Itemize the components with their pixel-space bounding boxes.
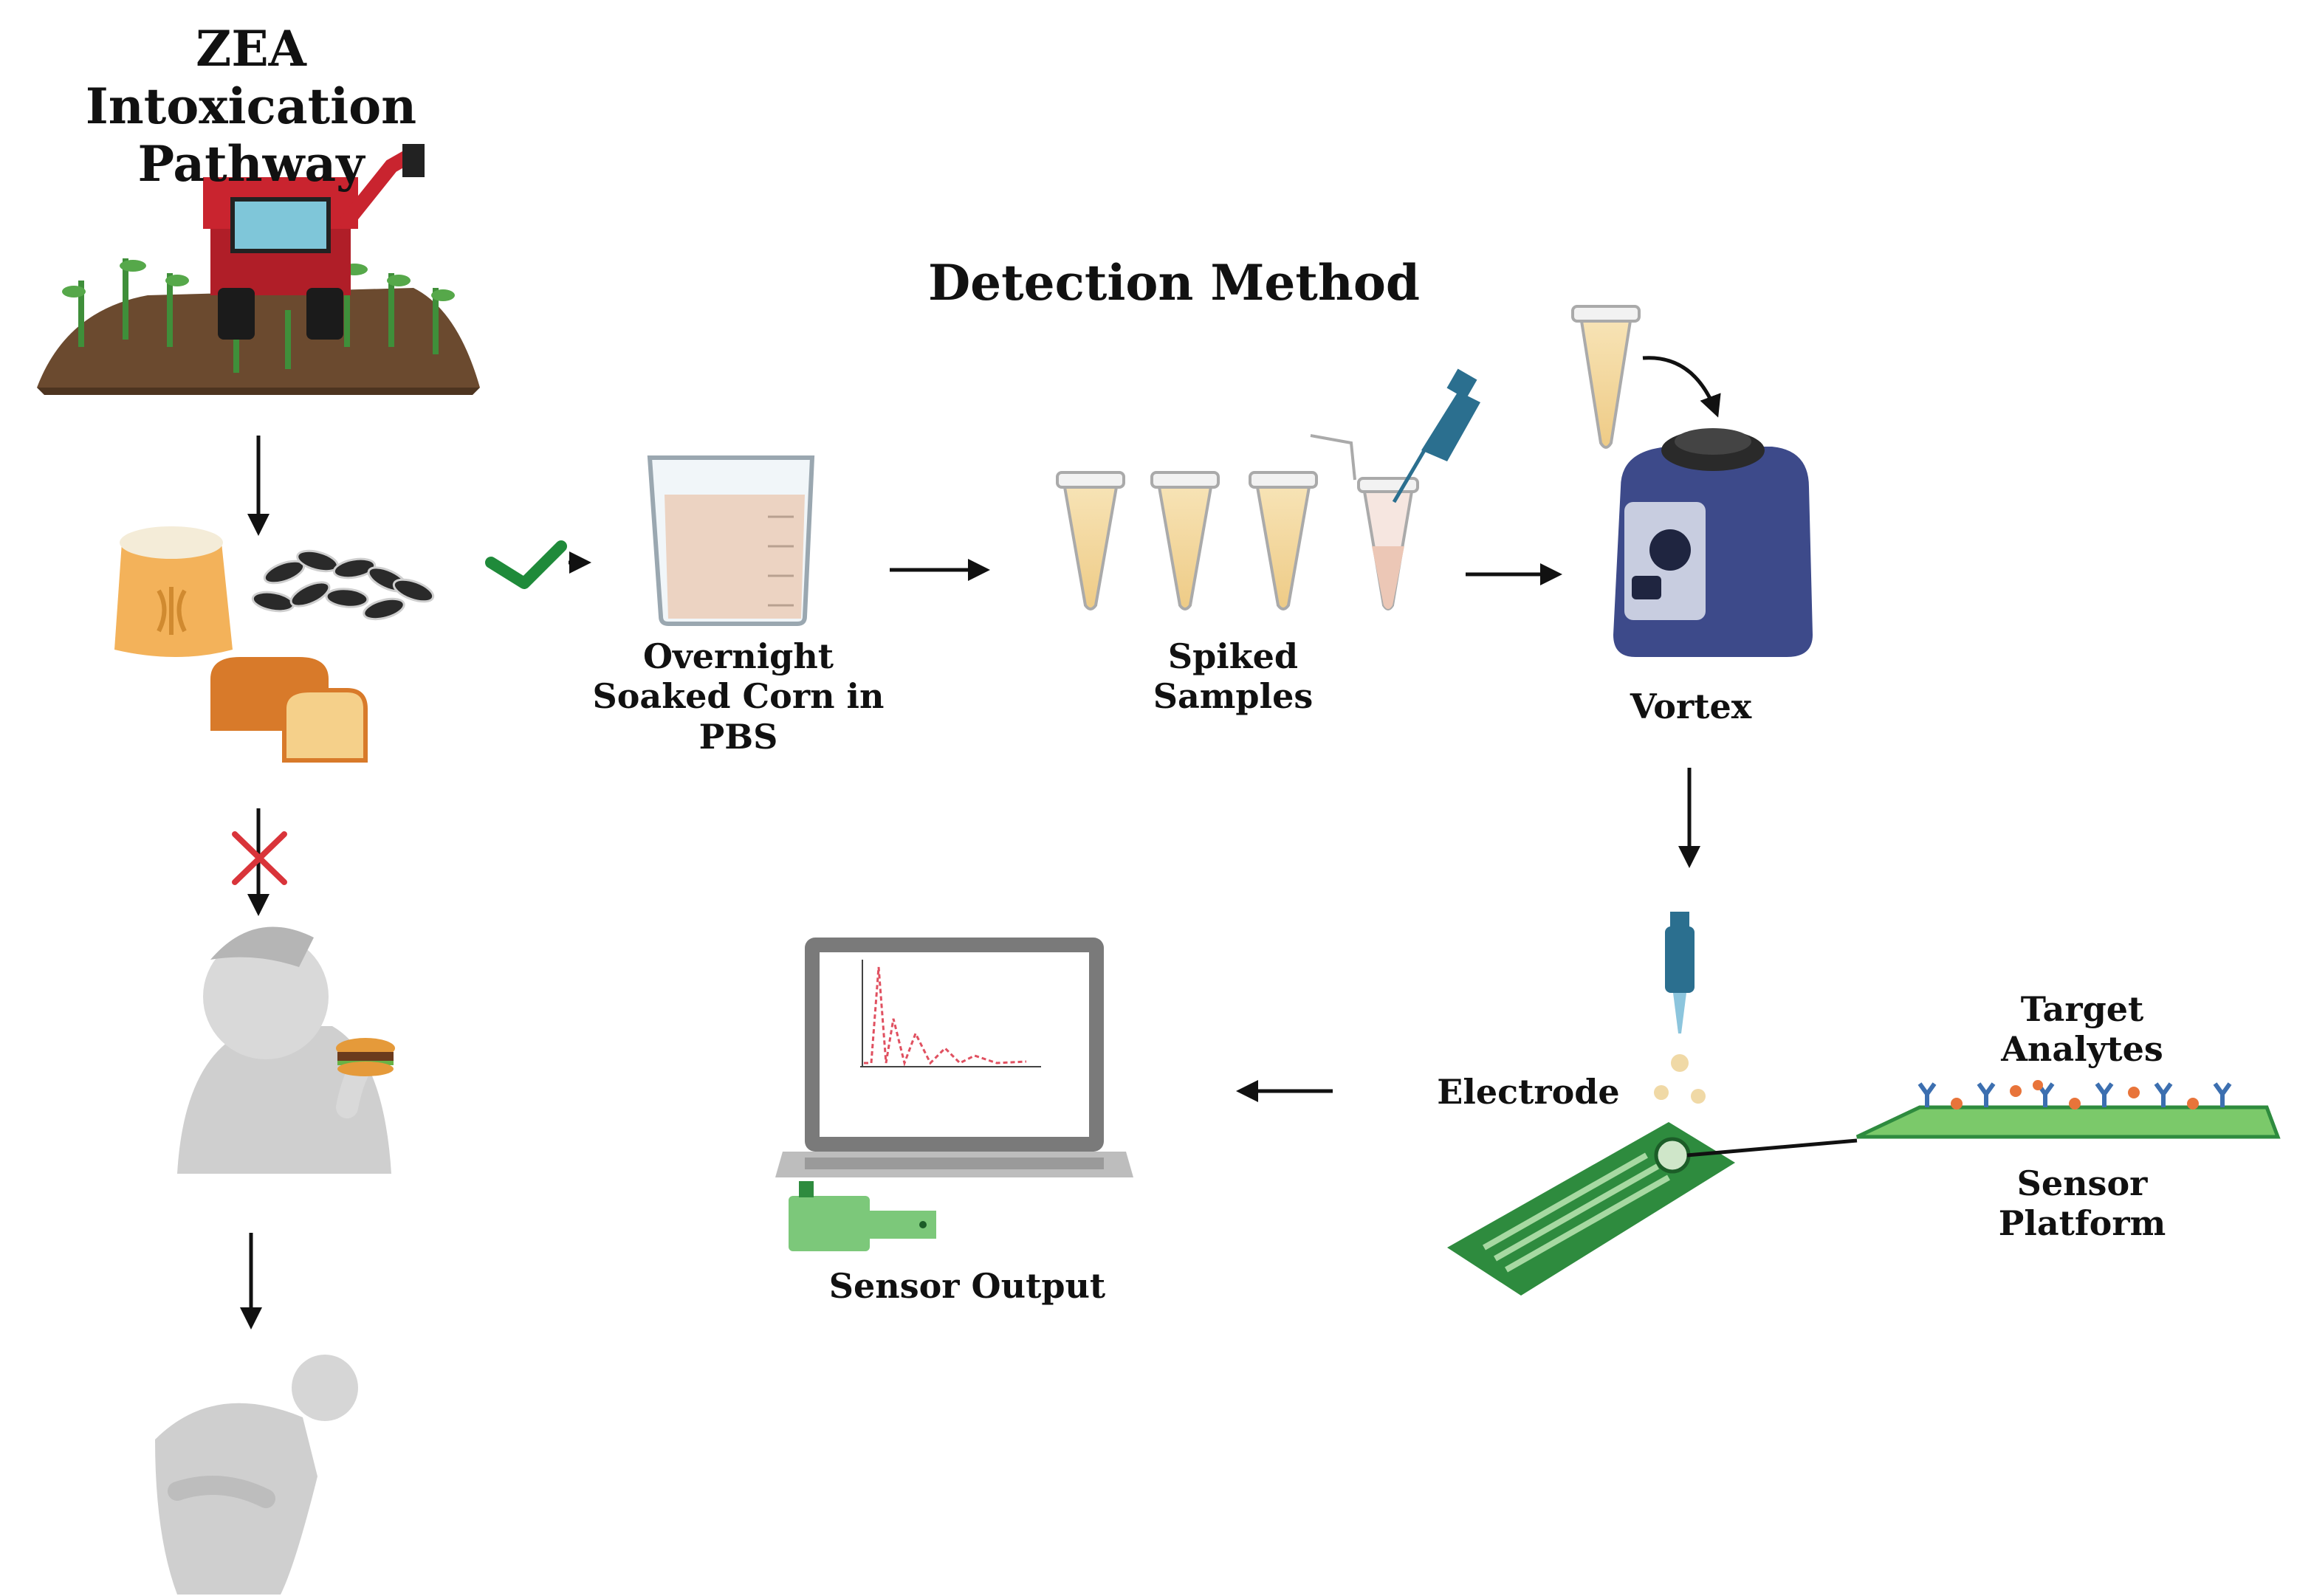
tube-icon [1150, 471, 1220, 610]
tube-icon [1249, 471, 1318, 610]
potentiostat-icon [789, 1181, 936, 1251]
connector-line [1686, 1138, 1858, 1158]
laptop-icon [775, 938, 1133, 1177]
beaker-icon [647, 455, 815, 626]
tube-icon [1571, 305, 1641, 449]
electrode-label: Electrode [1437, 1072, 1620, 1112]
sunflower-seeds-icon [251, 549, 435, 621]
arrow-curved [1642, 356, 1721, 418]
tube-icon [1310, 434, 1419, 610]
soaked-corn-label: Overnight Soaked Corn in PBS [592, 636, 885, 757]
check-icon [485, 540, 567, 589]
tube-icon [1056, 471, 1125, 610]
spiked-samples-label: Spiked Samples [1153, 636, 1314, 717]
target-analytes-label: Target Analytes [2001, 989, 2163, 1070]
detection-title: Detection Method [927, 254, 1421, 312]
pipette-icon [1392, 368, 1480, 503]
sensor-platform-label: Sensor Platform [1998, 1163, 2166, 1244]
grain-sack-icon [114, 526, 233, 657]
pipette-icon [1654, 912, 1706, 1104]
cross-icon [232, 831, 287, 885]
vortex-mixer-icon [1613, 428, 1813, 657]
sensor-platform-icon [1855, 1080, 2281, 1139]
tractor-field-icon [37, 144, 480, 395]
vortex-label: Vortex [1630, 687, 1752, 726]
pathway-title: ZEA Intoxication Pathway [85, 20, 417, 193]
electrode-icon [1447, 1122, 1735, 1296]
person-pain-icon [155, 1355, 358, 1595]
sensor-output-label: Sensor Output [828, 1266, 1106, 1306]
bread-icon [210, 657, 368, 763]
person-eating-icon [177, 926, 395, 1174]
